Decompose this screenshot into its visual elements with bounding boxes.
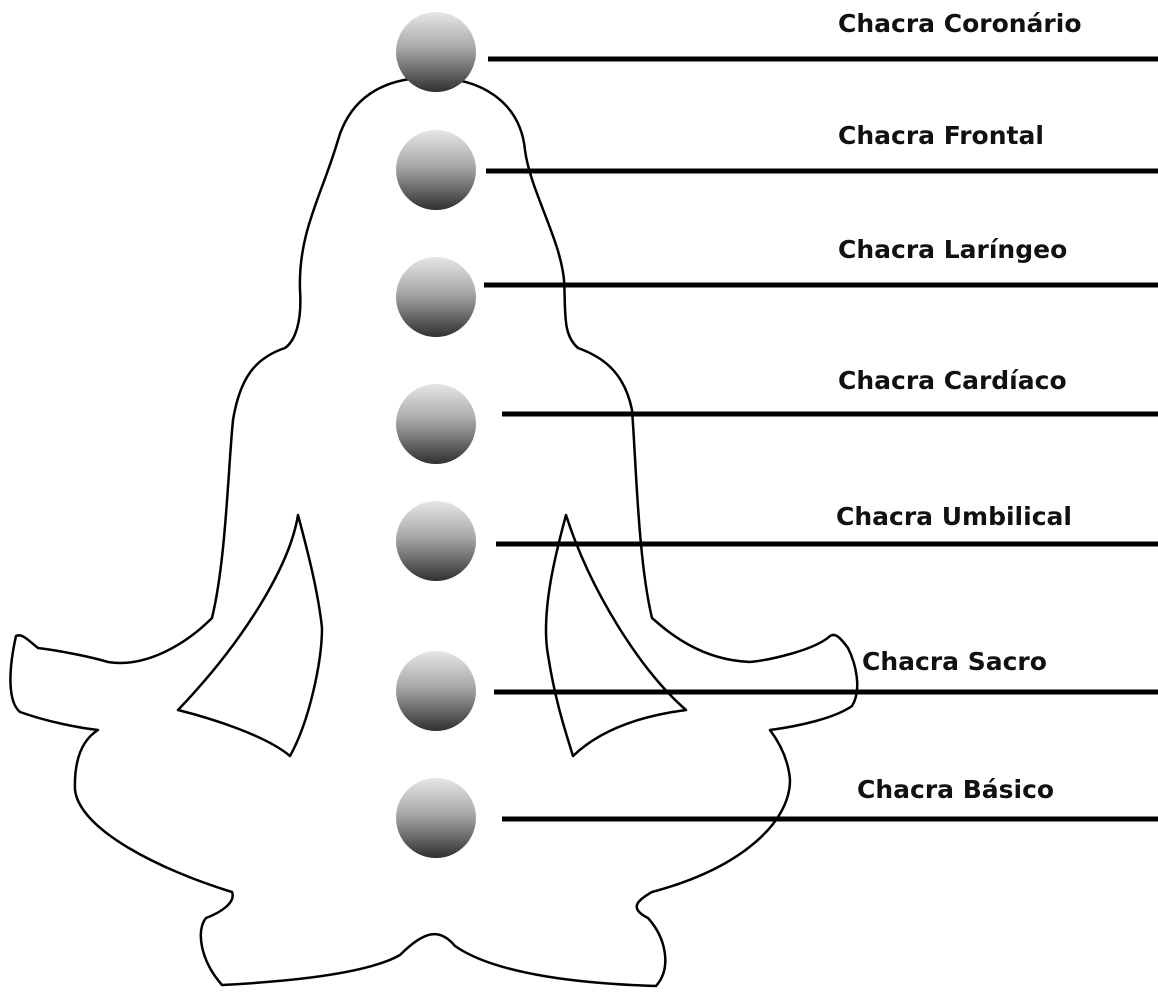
chakra-label: Chacra Frontal <box>838 121 1044 150</box>
chakra-label: Chacra Sacro <box>862 647 1047 676</box>
chakra-sphere <box>396 501 476 581</box>
chakra-sphere <box>396 257 476 337</box>
chakra-label: Chacra Cardíaco <box>838 366 1067 395</box>
chakra-sphere <box>396 384 476 464</box>
chakra-sphere <box>396 12 476 92</box>
chakra-sphere <box>396 778 476 858</box>
chakra-sphere <box>396 651 476 731</box>
chakra-label: Chacra Laríngeo <box>838 235 1067 264</box>
chakra-sphere <box>396 130 476 210</box>
chakra-label: Chacra Umbilical <box>836 502 1072 531</box>
chakra-label: Chacra Básico <box>857 775 1054 804</box>
right-hand-outline <box>544 513 688 758</box>
chakra-label: Chacra Coronário <box>838 9 1082 38</box>
left-hand-outline <box>176 513 324 758</box>
